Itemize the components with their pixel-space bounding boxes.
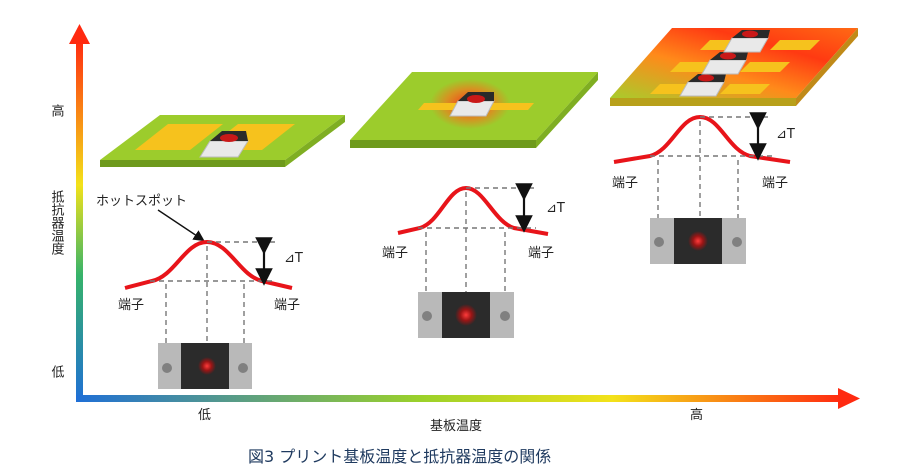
terminal-label-mid-left: 端子	[382, 246, 408, 261]
hotspot-label: ホットスポット	[96, 194, 187, 209]
panel-low: ホットスポット ⊿T 端子 端子	[96, 115, 345, 389]
terminal-label-mid-right: 端子	[528, 246, 554, 261]
temp-curve-high	[613, 114, 791, 164]
terminal-label-low-right: 端子	[274, 298, 300, 313]
resistor-thermal-low	[158, 343, 252, 389]
x-axis-arrowhead	[838, 388, 860, 409]
y-axis-low-label: 低	[49, 365, 65, 379]
hotspot-pointer	[157, 209, 205, 242]
terminal-label-low-left: 端子	[118, 298, 144, 313]
board-low	[100, 115, 345, 167]
x-axis-high-label: 高	[690, 407, 703, 423]
panel-high: ⊿T 端子 端子	[610, 28, 858, 264]
board-high	[610, 28, 858, 106]
terminal-label-high-left: 端子	[612, 176, 638, 191]
y-axis-arrowhead	[69, 24, 90, 44]
delta-t-label-high: ⊿T	[776, 127, 795, 142]
axes: 高 抵抗器温度 低 低 基板温度 高	[49, 24, 860, 434]
resistor-thermal-high	[650, 218, 746, 264]
board-mid	[350, 72, 598, 148]
y-axis-title: 抵抗器温度	[49, 190, 65, 255]
terminal-label-high-right: 端子	[762, 176, 788, 191]
panel-mid: ⊿T 端子 端子	[350, 72, 598, 338]
resistor-thermal-mid	[418, 292, 514, 338]
delta-t-label-mid: ⊿T	[546, 201, 565, 216]
figure-caption: 図3 プリント基板温度と抵抗器温度の関係	[248, 447, 551, 466]
x-axis-bar	[76, 395, 842, 402]
delta-t-label-low: ⊿T	[284, 251, 303, 266]
y-axis-bar	[76, 40, 83, 402]
x-axis-low-label: 低	[198, 408, 211, 423]
temp-curve-mid	[397, 185, 549, 236]
y-axis-high-label: 高	[49, 103, 65, 117]
x-axis-title: 基板温度	[430, 418, 482, 434]
